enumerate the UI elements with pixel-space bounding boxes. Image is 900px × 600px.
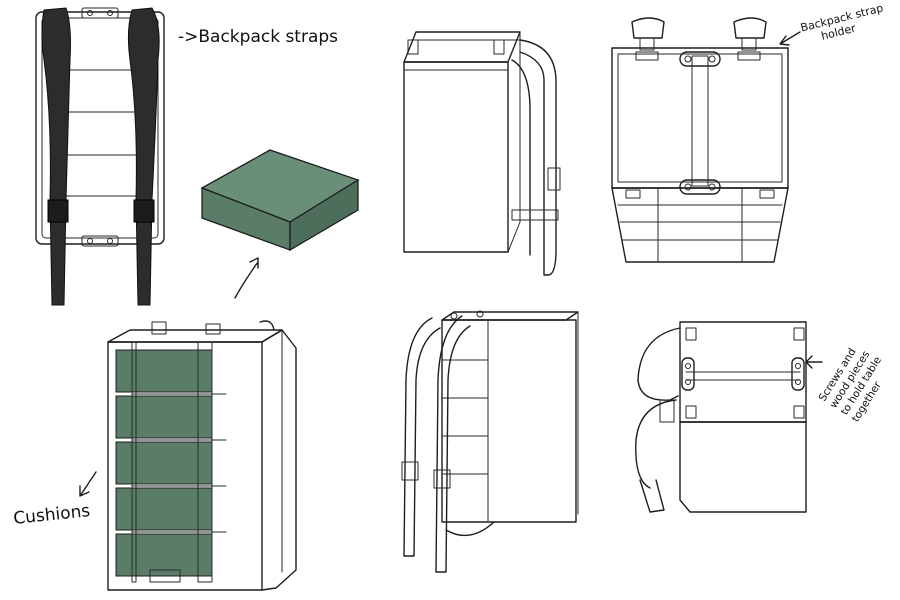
arrow-to-cushions xyxy=(79,471,97,497)
arrow-to-screws xyxy=(805,355,823,369)
arrow-to-cushion-block xyxy=(234,257,259,299)
label-screws: Screws and wood pieces to hold table tog… xyxy=(817,346,885,424)
strap-holder-right xyxy=(733,17,767,61)
screw-plate-left xyxy=(681,357,695,391)
front-view-with-cushions xyxy=(107,320,297,591)
right-backpack-strap xyxy=(127,7,160,306)
screw-plate-right xyxy=(791,357,805,391)
top-right-view xyxy=(611,17,789,263)
cushion-block xyxy=(200,149,360,252)
bottom-right-view xyxy=(635,321,807,513)
side-view-top xyxy=(403,31,561,276)
left-backpack-strap xyxy=(41,7,71,306)
label-cushions: Cushions xyxy=(12,501,91,529)
strap-holder-left xyxy=(631,17,665,61)
back-view-with-straps xyxy=(35,7,165,306)
arrow-to-strap-holder xyxy=(779,31,801,46)
label-backpack-straps: ->Backpack straps xyxy=(178,27,338,47)
back-view-bottom xyxy=(401,310,579,573)
label-strap-holder: Backpack strap holder xyxy=(799,1,884,42)
